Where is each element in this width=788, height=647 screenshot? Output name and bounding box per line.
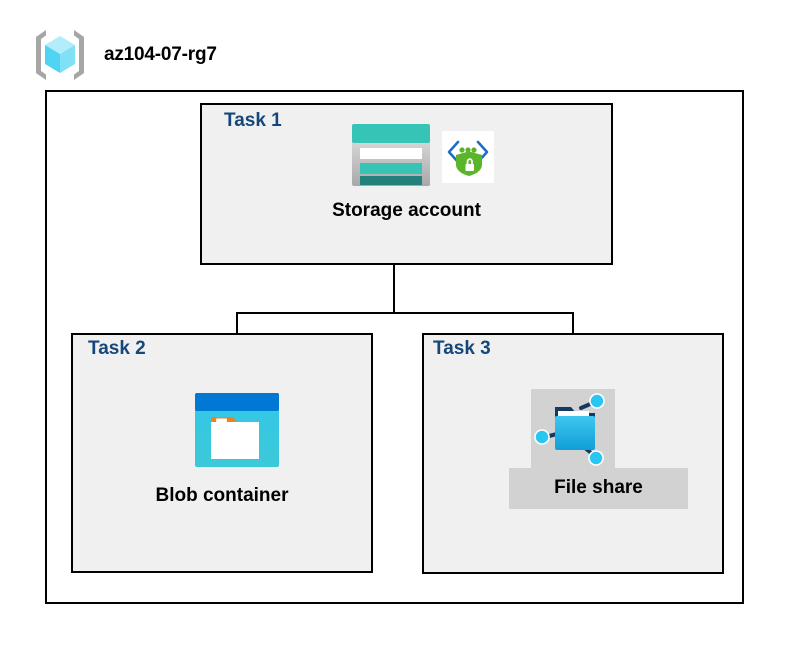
blob-container-label: Blob container	[155, 485, 289, 506]
connector-trunk	[393, 228, 395, 314]
private-endpoint-shield-icon	[442, 120, 494, 183]
task-2-label: Task 2	[88, 338, 146, 359]
file-share-label-highlight	[509, 468, 688, 509]
file-share-folder-icon[interactable]	[533, 390, 613, 468]
resource-group-name: az104-07-rg7	[104, 44, 217, 65]
task-1-label: Task 1	[224, 110, 282, 131]
storage-account-icon	[346, 120, 436, 190]
storage-account-node[interactable]	[346, 120, 496, 192]
storage-account-label: Storage account	[332, 200, 481, 221]
task-3-label: Task 3	[433, 338, 491, 359]
connector-bus	[236, 312, 574, 314]
resource-group-cube-icon	[30, 26, 90, 84]
resource-group-header: az104-07-rg7	[30, 26, 217, 84]
blob-container-icon[interactable]	[193, 391, 281, 469]
file-share-label: File share	[554, 477, 643, 498]
